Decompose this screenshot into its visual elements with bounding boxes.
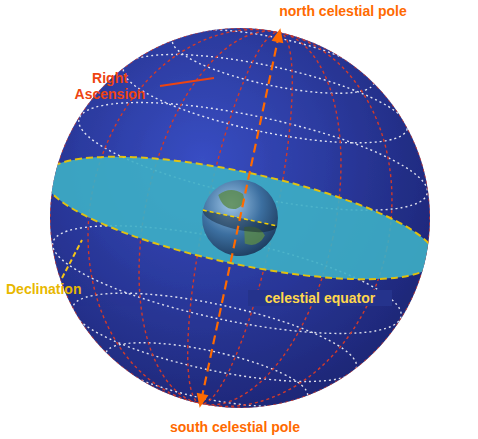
axis-label: Right Ascension <box>62 70 158 102</box>
pole-label: north celestial pole <box>258 3 428 19</box>
plane-label: celestial equator <box>248 290 392 306</box>
axis-label: Declination <box>6 281 116 297</box>
pole-label: south celestial pole <box>150 419 320 435</box>
